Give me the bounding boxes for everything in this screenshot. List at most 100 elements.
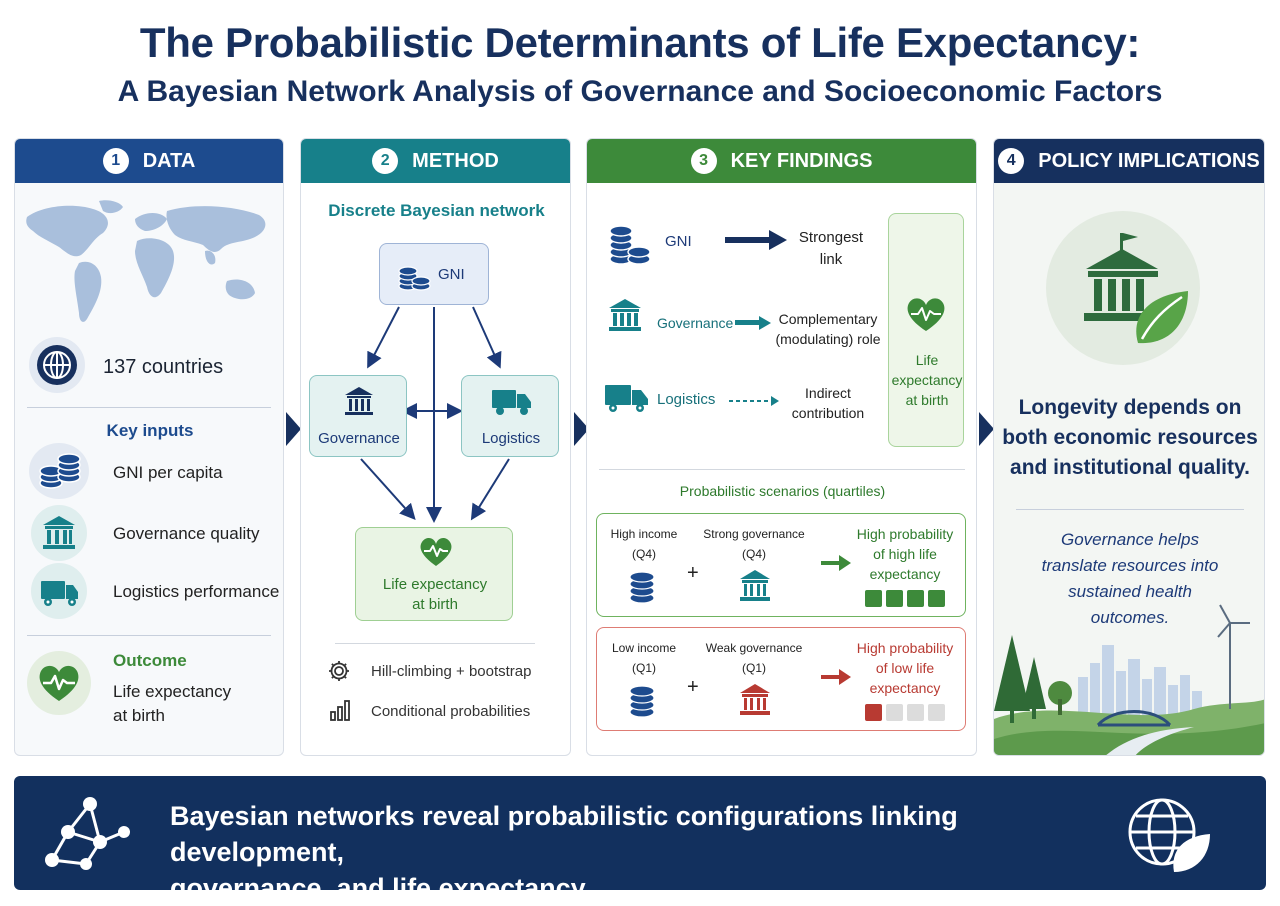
arrow-right-icon <box>979 412 994 446</box>
divider <box>27 407 271 408</box>
scenario-high-plus: + <box>687 562 699 584</box>
scenario-low-gov2: (Q1) <box>742 661 766 675</box>
scenario-low-res2: of low life <box>875 660 935 676</box>
outcome-icon-bg <box>27 651 91 715</box>
coins-icon <box>39 453 81 489</box>
policy-panel: 4 POLICY IMPLICATIONS Longevity depends … <box>993 138 1265 756</box>
finding-governance-effect: Complementary (modulating) role <box>773 309 883 349</box>
coins-icon <box>629 571 655 604</box>
policy-panel-number: 4 <box>998 148 1025 174</box>
globe-icon <box>37 345 77 385</box>
probability-bar-high <box>865 590 945 607</box>
scenario-high: High income (Q4) + Strong governance (Q4… <box>596 513 966 617</box>
finding-gni-effect: Strongest link <box>783 227 879 271</box>
divider <box>599 469 965 470</box>
node-logistics-label: Logistics <box>481 430 541 447</box>
finding-governance-line2: (modulating) role <box>775 331 881 347</box>
divider <box>27 635 271 636</box>
divider <box>1016 509 1244 510</box>
scenario-high-income: High income (Q4) <box>597 524 691 564</box>
gear-icon <box>329 661 349 681</box>
probability-square <box>928 704 945 721</box>
weak-arrow-icon <box>729 396 779 406</box>
bottom-banner-text: Bayesian networks reveal probabilistic c… <box>170 798 1070 906</box>
medium-arrow-icon <box>735 316 771 330</box>
probability-square <box>886 590 903 607</box>
input-gni-label: GNI per capita <box>113 463 223 482</box>
coins-icon <box>609 225 651 265</box>
page-subtitle: A Bayesian Network Analysis of Governanc… <box>117 75 1163 108</box>
findings-outcome-line3: at birth <box>905 392 949 408</box>
finding-logistics-line2: contribution <box>791 405 865 421</box>
scenario-high-gov1: Strong governance <box>703 527 805 541</box>
outcome-line1: Life expectancy <box>113 682 232 701</box>
truck-icon <box>605 385 648 412</box>
result-arrow-icon <box>821 669 851 685</box>
heart-pulse-icon <box>907 298 945 331</box>
policy-main-text: Longevity depends on both economic resou… <box>994 393 1264 483</box>
policy-panel-header: 4 POLICY IMPLICATIONS <box>994 139 1264 183</box>
network-edges <box>360 306 510 523</box>
policy-sub-line4: outcomes. <box>1090 608 1170 627</box>
method-panel-header: 2 METHOD <box>301 139 570 183</box>
finding-gni-line1: Strongest <box>798 229 864 246</box>
data-panel-label: DATA <box>142 149 196 172</box>
step-hill-climbing: Hill-climbing + bootstrap <box>371 663 532 680</box>
network-node-life-expectancy: Life expectancy at birth <box>355 527 513 621</box>
node-gni-label: GNI <box>438 266 465 283</box>
landscape-illustration <box>994 604 1264 755</box>
scenario-high-res3: expectancy <box>869 566 941 582</box>
bottom-line1: Bayesian networks reveal probabilistic c… <box>170 801 958 867</box>
scenario-low-income1: Low income <box>611 641 677 655</box>
findings-panel-label: KEY FINDINGS <box>730 149 873 172</box>
coins-icon <box>398 266 431 291</box>
scenario-low-res3: expectancy <box>869 680 941 696</box>
probability-square <box>865 704 882 721</box>
probability-bar-low <box>865 704 945 721</box>
data-panel-number: 1 <box>102 148 129 174</box>
arrow-right-icon <box>574 412 589 446</box>
probability-square <box>865 590 882 607</box>
finding-governance-factor: Governance <box>657 315 734 331</box>
institution-leaf-icon <box>1084 233 1188 344</box>
scenario-low-plus: + <box>687 676 699 698</box>
arrow-right-icon <box>286 412 301 446</box>
bank-icon <box>740 684 770 715</box>
divider <box>335 643 535 644</box>
scenario-low-gov1: Weak governance <box>705 641 803 655</box>
findings-outcome-box: Life expectancy at birth <box>888 213 964 447</box>
network-icon <box>45 797 130 870</box>
outcome-line2: at birth <box>113 706 165 725</box>
outcome-heading: Outcome <box>113 651 187 670</box>
data-panel-header: 1 DATA <box>15 139 283 183</box>
truck-icon <box>41 581 78 606</box>
scenario-low-income: Low income (Q1) <box>597 638 691 678</box>
scenario-low: Low income (Q1) + Weak governance (Q1) H… <box>596 627 966 731</box>
policy-sub-text: Governance helps translate resources int… <box>994 527 1264 631</box>
method-panel-number: 2 <box>372 148 399 174</box>
logistics-input-icon <box>31 563 87 619</box>
findings-panel-header: 3 KEY FINDINGS <box>587 139 976 183</box>
node-life-line1: Life expectancy <box>382 576 488 593</box>
bank-icon <box>345 387 373 415</box>
finding-governance-line1: Complementary <box>778 311 878 327</box>
input-logistics-label: Logistics performance <box>113 582 280 601</box>
method-heading: Discrete Bayesian network <box>328 201 545 220</box>
scenario-high-gov2: (Q4) <box>742 547 766 561</box>
scenario-high-governance: Strong governance (Q4) <box>701 524 807 564</box>
scenario-high-res2: of high life <box>873 546 937 562</box>
finding-logistics-factor: Logistics <box>657 391 716 408</box>
page-title: The Probabilistic Determinants of Life E… <box>139 19 1141 66</box>
finding-gni-line2: link <box>819 251 843 268</box>
title-block: The Probabilistic Determinants of Life E… <box>0 16 1280 112</box>
policy-icon-circle <box>1046 211 1200 365</box>
finding-gni-factor: GNI <box>665 233 692 250</box>
scenario-high-res1: High probability <box>856 526 954 542</box>
policy-sub-line2: translate resources into <box>1041 556 1219 575</box>
scenario-low-result: High probability of low life expectancy <box>845 638 965 698</box>
scenarios-heading: Probabilistic scenarios (quartiles) <box>679 483 886 499</box>
probability-square <box>907 590 924 607</box>
input-governance-label: Governance quality <box>113 524 260 543</box>
findings-outcome-line2: expectancy <box>891 372 963 388</box>
coins-icon <box>629 685 655 718</box>
